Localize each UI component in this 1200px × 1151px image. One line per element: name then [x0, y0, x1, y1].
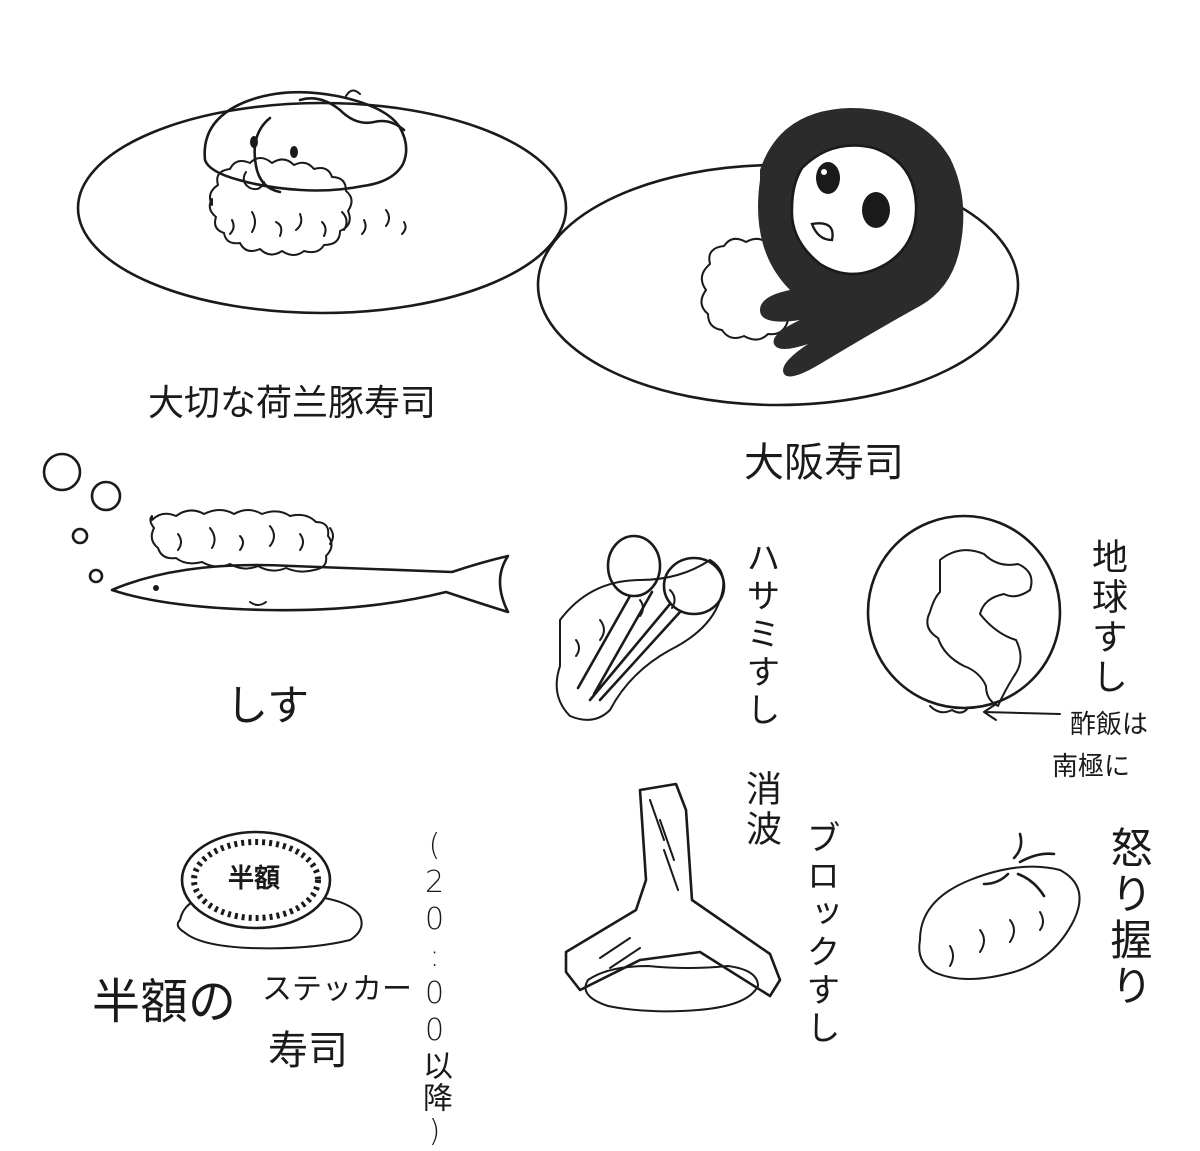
girl-eye-left-highlight [821, 169, 827, 175]
continents [926, 549, 1033, 707]
bubble-2 [90, 480, 122, 512]
label-shisu: しす [226, 681, 310, 730]
girl-face [790, 144, 918, 276]
rice-6 [584, 965, 759, 1013]
guinea-pig-mouth [242, 171, 265, 191]
anger-vein-icon [982, 832, 1056, 898]
sticker-ellipse [180, 830, 332, 930]
rice-3-texture [177, 525, 334, 551]
sketch-illustrations [42, 89, 1081, 1013]
label-angry-nigiri: 怒り握り [1104, 826, 1153, 1010]
tetrapod-block [564, 782, 782, 998]
label-earth-sushi: 地球すし [1086, 538, 1127, 698]
fish-eye [153, 585, 159, 591]
fish-body [110, 554, 510, 614]
rice-1-texture [229, 209, 407, 237]
osaka-sushi-drawing [536, 108, 1020, 407]
earth-sushi-drawing [866, 514, 1062, 721]
label-sticker-stamp: 半額 [228, 864, 281, 894]
earth-rice [929, 705, 969, 714]
arrow-icon [983, 703, 1061, 721]
bubble-3 [71, 527, 89, 545]
guinea-pig-sushi-drawing [76, 89, 568, 315]
rice-3 [149, 509, 333, 573]
girl-mouth [810, 222, 834, 242]
label-sticker-time: (20:00以降) [417, 828, 452, 1151]
rice-4 [555, 559, 725, 721]
scissors-blades [576, 590, 682, 702]
label-earth-note-1: 酢飯は [1070, 710, 1149, 740]
guinea-pig-fur-line [298, 97, 406, 132]
bubble-1 [42, 452, 82, 492]
sticker-sushi-drawing [176, 830, 363, 950]
girl-eye-right [862, 192, 890, 228]
rice-4-texture [575, 589, 676, 657]
tetrapod-sushi-drawing [564, 782, 782, 1013]
angry-nigiri-drawing [918, 832, 1081, 980]
bubble-4 [88, 568, 104, 584]
tetrapod-hatching [599, 799, 679, 969]
guinea-pig-ear [345, 89, 361, 97]
label-sticker-small: ステッカー [262, 972, 412, 1007]
globe [866, 514, 1062, 710]
label-scissors-sushi: ハサミすし [740, 540, 780, 730]
sticker-ring [191, 839, 321, 921]
guinea-pig-eye-left [250, 136, 258, 148]
scissors-handle-2 [662, 556, 726, 616]
guinea-pig-face-line [253, 116, 282, 194]
fish-gill [249, 601, 267, 606]
label-sticker-bottom: 寿司 [268, 1028, 348, 1074]
guinea-pig-eye-right [290, 146, 298, 158]
label-tetrapod-1: 消波 [740, 770, 781, 850]
label-osaka-sushi: 大阪寿司 [744, 440, 904, 486]
scissors-handle-1 [606, 534, 662, 598]
shisu-drawing [42, 452, 510, 614]
label-earth-note-2: 南極に [1052, 752, 1131, 782]
label-tetrapod-2: ブロックすし [800, 820, 840, 1048]
rice-7-texture [949, 911, 1044, 967]
plate-1-ellipse [76, 101, 568, 315]
label-sticker-main: 半額の [92, 974, 237, 1030]
drawing-canvas: 大切な荷兰豚寿司 大阪寿司 しす ハサミすし 地球すし 酢飯は 南極に 半額 半… [42, 89, 1153, 1151]
rice-7 [918, 865, 1081, 980]
guinea-pig-body [203, 90, 408, 192]
rice-1 [208, 157, 353, 256]
scissors-sushi-drawing [555, 534, 726, 721]
girl-eye-left [816, 162, 840, 194]
label-dutch-pig-sushi: 大切な荷兰豚寿司 [148, 383, 437, 424]
